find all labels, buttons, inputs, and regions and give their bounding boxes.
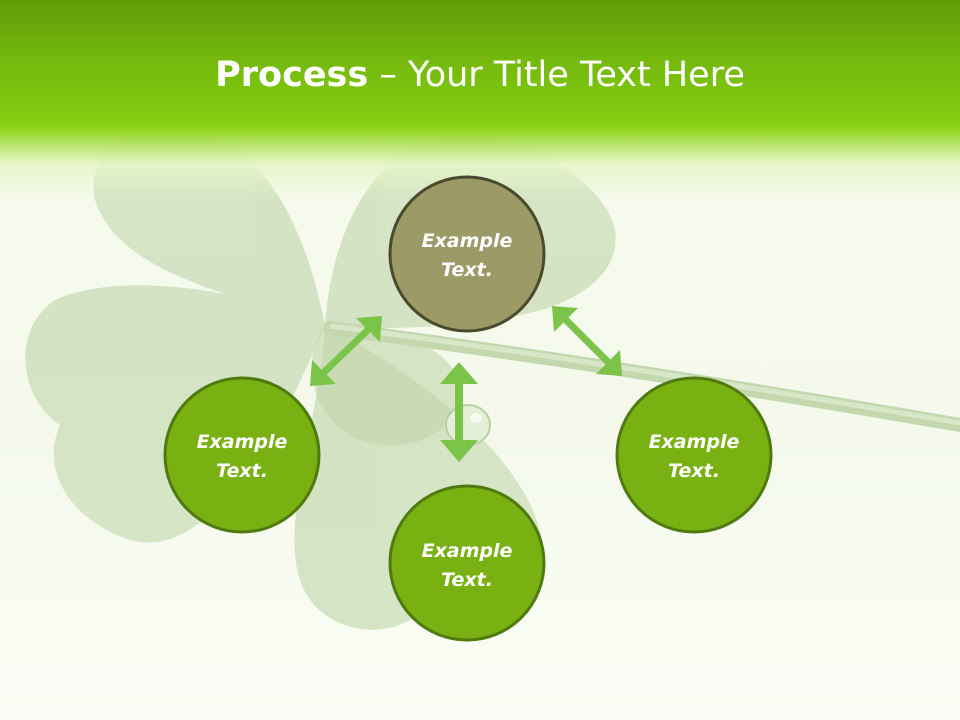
node-left-line2: Text. (216, 460, 268, 482)
node-right: Example Text. (615, 376, 773, 534)
node-bottom: Example Text. (388, 484, 546, 642)
title-rest: – Your Title Text Here (368, 55, 745, 95)
arrow-top-left (310, 316, 382, 386)
node-top-line1: Example (422, 230, 513, 252)
arrow-vertical (440, 362, 478, 462)
node-bottom-line1: Example (422, 540, 513, 562)
slide-title: Process – Your Title Text Here (0, 52, 960, 98)
node-top: Example Text. (388, 175, 546, 333)
node-left: Example Text. (163, 376, 321, 534)
arrow-top-right (552, 306, 622, 376)
node-right-line2: Text. (668, 460, 720, 482)
header-band (0, 0, 960, 200)
node-right-line1: Example (649, 431, 740, 453)
title-bold: Process (215, 55, 369, 95)
node-bottom-line2: Text. (441, 569, 493, 591)
node-left-line1: Example (197, 431, 288, 453)
node-top-line2: Text. (441, 259, 493, 281)
